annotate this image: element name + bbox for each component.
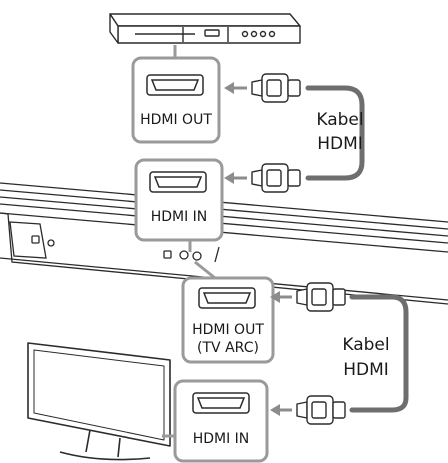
arrow-left-icon: [224, 172, 247, 184]
arrow-left-icon: [270, 404, 292, 416]
cable-bottom-label-line1: Kabel: [342, 335, 389, 355]
soundbar-hdmi-in-label: HDMI IN: [151, 209, 208, 225]
hdmi-plug-icon: [296, 282, 346, 312]
hdmi-plug-icon: [251, 163, 301, 193]
blu-ray-player: [109, 13, 301, 44]
cable-top-label-line2: HDMI: [317, 134, 363, 154]
hdmi-port-icon: [146, 74, 204, 96]
hdmi-port-icon: [192, 392, 250, 414]
hdmi-cable-top: [305, 85, 365, 181]
soundbar-hdmi-out-label: HDMI OUT: [192, 322, 264, 338]
hdmi-port-icon: [198, 287, 256, 309]
callout-player-hdmi-out: HDMI OUT: [131, 56, 221, 144]
callout-soundbar-hdmi-in: HDMI IN: [134, 158, 224, 242]
hdmi-plug-icon: [251, 73, 301, 103]
insert-arrows: [224, 82, 292, 416]
player-hdmi-out-label: HDMI OUT: [140, 112, 212, 128]
cable-top-label-line1: Kabel: [316, 110, 363, 130]
arrow-left-icon: [224, 82, 247, 94]
tv-hdmi-in-label: HDMI IN: [193, 431, 250, 447]
television: [27, 342, 171, 461]
callout-soundbar-hdmi-out-arc: HDMI OUT (TV ARC): [181, 276, 275, 364]
cable-bottom-label-line2: HDMI: [343, 360, 389, 380]
callout-tv-hdmi-in: HDMI IN: [173, 379, 269, 463]
hdmi-cable-bottom: [349, 294, 409, 413]
hdmi-port-icon: [149, 171, 207, 193]
hdmi-plug-icon: [296, 395, 346, 425]
soundbar-tv-arc-label: (TV ARC): [197, 340, 259, 356]
arrow-left-icon: [270, 291, 292, 303]
hdmi-plugs: [251, 73, 346, 425]
